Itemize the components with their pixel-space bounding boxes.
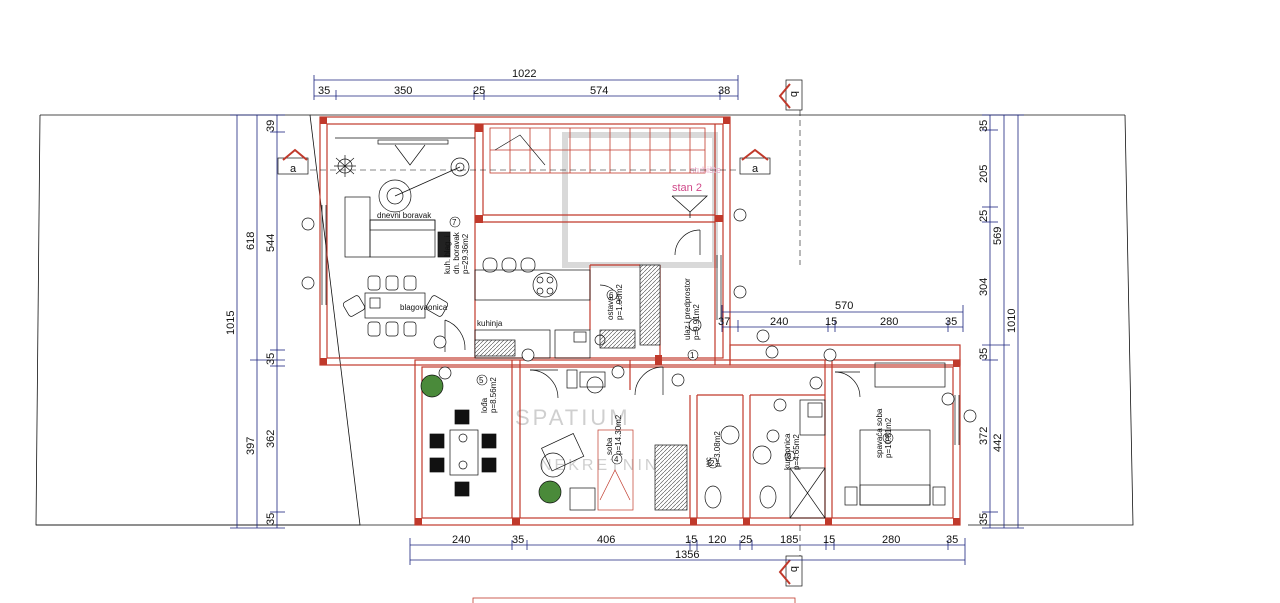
dim-right-1: 37: [718, 316, 730, 328]
label-spavaca-soba-2: p=10.81m2: [884, 417, 893, 458]
dim-right-3: 15: [825, 316, 837, 328]
loggia-furniture: [420, 374, 562, 504]
kitchen-furniture: [474, 257, 661, 359]
dim-bottom-6: 25: [740, 534, 752, 546]
dim-bottom-10: 35: [946, 534, 958, 546]
room-number-8: 8: [885, 434, 890, 443]
doors: [444, 229, 861, 399]
dim-left-upper: 618: [245, 232, 257, 250]
room-number-1: 1: [690, 351, 695, 360]
windows: [321, 137, 960, 445]
label-ulaz-2: p=9.91m2: [692, 304, 701, 340]
room-numbers: 7 6 1 5 4 2 3 8: [449, 216, 894, 469]
room-number-5: 5: [479, 376, 484, 385]
label-kuhinja-area-2: dn. boravak: [452, 231, 461, 274]
dim-left-in-4: 362: [265, 430, 277, 448]
section-a-right: a: [752, 163, 759, 175]
dim-top-4: 574: [590, 85, 608, 97]
dim-right-total: 570: [835, 300, 853, 312]
label-ostava-1: ostava: [606, 296, 615, 320]
room-number-3: 3: [787, 452, 792, 461]
dim-left-lower: 397: [245, 437, 257, 455]
dim-bottom-8: 15: [823, 534, 835, 546]
dimension-labels: 1022 35 350 25 574 38 570 37 240 15 280 …: [225, 68, 1018, 561]
watermark-line1: SPATIUM: [515, 405, 631, 430]
watermark-line2: NEKRETNINE: [540, 457, 673, 474]
section-b-top: b: [788, 91, 800, 97]
dim-top-3: 25: [473, 85, 485, 97]
dim-right-in-5: 35: [978, 348, 990, 360]
label-blagovaonica: blagovaonica: [400, 303, 448, 312]
dim-left-in-1: 39: [265, 120, 277, 132]
staircase: [489, 127, 706, 174]
dimension-lines: [230, 75, 1024, 565]
dim-bottom-4: 15: [685, 534, 697, 546]
dining-table: [342, 275, 449, 337]
dim-right-mid-2: 442: [992, 434, 1004, 452]
dim-left-outer: 1015: [225, 311, 237, 335]
label-kupaonica-1: kupaonica: [783, 433, 792, 470]
label-ulaz-1: ulaz i predprostor: [683, 278, 692, 340]
dim-right-in-4: 304: [978, 278, 990, 296]
living-furniture: [334, 139, 470, 258]
dim-right-in-6: 372: [978, 427, 990, 445]
label-kuhinja-area-1: kuh. blag. i: [443, 235, 452, 274]
label-kuhinja: kuhinja: [477, 319, 503, 328]
dim-right-in-1: 35: [978, 120, 990, 132]
lower-building-edge: [472, 597, 796, 603]
label-lodja-2: p=8.56m2: [489, 377, 498, 413]
room-number-2: 2: [710, 459, 715, 468]
room-number-6: 6: [609, 291, 614, 300]
dim-right-outer: 1010: [1006, 309, 1018, 333]
dim-right-in-3: 25: [978, 210, 990, 222]
dim-top-2: 350: [394, 85, 412, 97]
section-markers: a a b b: [277, 79, 803, 587]
dim-right-2: 240: [770, 316, 788, 328]
stairs-arrow: [671, 195, 709, 218]
dim-top-total: 1022: [512, 68, 536, 80]
room-furniture: [540, 362, 946, 519]
label-kupaonica-2: p=4.65m2: [792, 434, 801, 470]
label-ostava-2: p=1.90m2: [615, 284, 624, 320]
dim-left-in-2: 544: [265, 234, 277, 252]
dim-right-mid-1: 569: [992, 227, 1004, 245]
label-soba-2: p=14.30m2: [614, 414, 623, 455]
room-number-4: 4: [614, 455, 619, 464]
dim-left-in-5: 35: [265, 513, 277, 525]
fixture-markers: [301, 208, 977, 443]
dim-bottom-9: 280: [882, 534, 900, 546]
dim-bottom-5: 120: [708, 534, 726, 546]
label-wc-2: p=3.08m2: [713, 431, 722, 467]
dim-right-in-7: 35: [978, 513, 990, 525]
section-a-left: a: [290, 163, 297, 175]
dim-bottom-1: 240: [452, 534, 470, 546]
label-kuhinja-area-3: p=29.36m2: [461, 233, 470, 274]
dim-right-5: 35: [945, 316, 957, 328]
label-soba-1: soba: [605, 437, 614, 455]
dim-top-1: 35: [318, 85, 330, 97]
label-lodja-1: lođa: [480, 397, 489, 413]
dim-left-in-3: 35: [265, 353, 277, 365]
dim-right-4: 280: [880, 316, 898, 328]
dim-bottom-total: 1356: [675, 549, 699, 561]
section-b-bottom: b: [788, 566, 800, 572]
wall-blocks: [320, 117, 960, 525]
stairs-label: stan 2: [672, 182, 702, 194]
label-spavaca-soba-1: spavaća soba: [875, 408, 884, 458]
dim-bottom-7: 185: [780, 534, 798, 546]
room-number-7: 7: [452, 218, 457, 227]
dim-bottom-2: 35: [512, 534, 524, 546]
dim-top-5: 38: [718, 85, 730, 97]
label-dnevni-boravak: dnevni boravak: [377, 211, 432, 220]
label-wc-1: wc: [704, 457, 713, 468]
dim-bottom-3: 406: [597, 534, 615, 546]
dim-right-in-2: 205: [978, 165, 990, 183]
room-labels: dnevni boravak kuh. blag. i dn. boravak …: [377, 211, 893, 470]
